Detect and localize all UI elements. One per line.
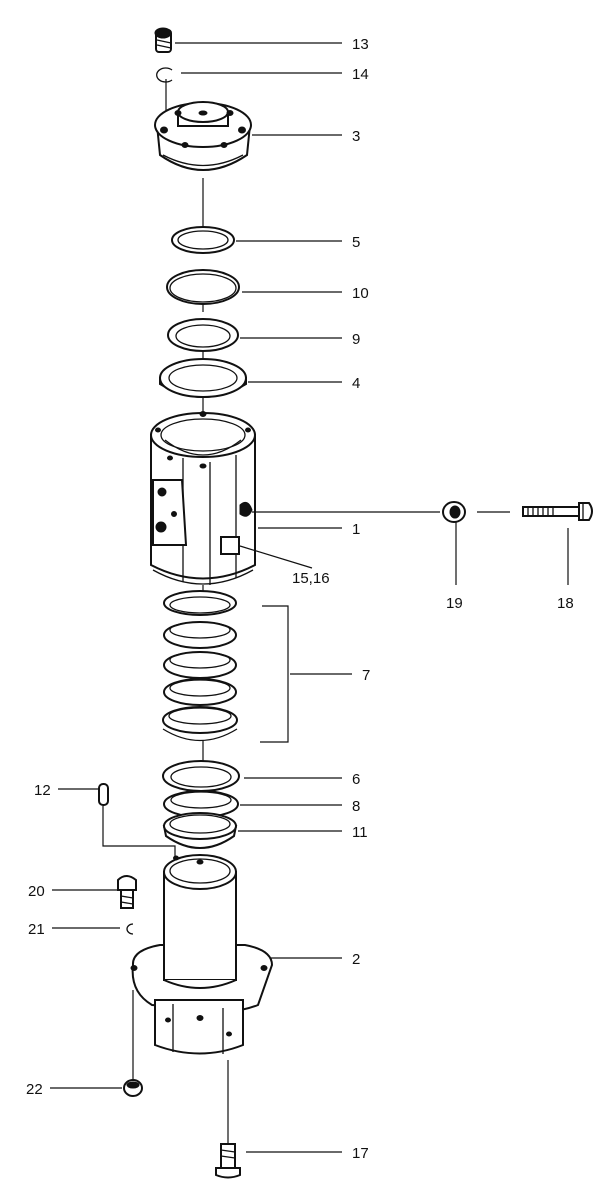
callout-1: 1 [352, 521, 360, 538]
callout-labels: 13 14 3 5 10 9 4 1 15,16 19 18 7 6 12 8 … [26, 36, 574, 1162]
callout-17: 17 [352, 1145, 369, 1162]
callout-9: 9 [352, 331, 360, 348]
leader-lines [50, 42, 569, 1153]
callout-6: 6 [352, 771, 360, 788]
callout-3: 3 [352, 128, 360, 145]
part-19-nut [442, 501, 466, 523]
part-14-snap-ring [156, 67, 173, 83]
callout-8: 8 [352, 798, 360, 815]
callout-14: 14 [352, 66, 369, 83]
callout-22: 22 [26, 1081, 43, 1098]
part-18-bolt [522, 502, 593, 521]
part-7-seal-stack [162, 590, 289, 743]
part-3-cover [154, 101, 252, 171]
part-9-ring [167, 318, 239, 352]
callout-21: 21 [28, 921, 45, 938]
part-6-ring [162, 760, 240, 792]
part-4-washer [159, 358, 247, 398]
callout-18: 18 [557, 595, 574, 612]
part-20-bolt [117, 875, 137, 909]
part-12-pin [98, 783, 109, 806]
callout-5: 5 [352, 234, 360, 251]
part-11-ring [162, 812, 238, 849]
part-21-clip [126, 923, 134, 935]
callout-11: 11 [352, 824, 368, 841]
callout-2: 2 [352, 951, 360, 968]
part-10-o-ring [166, 269, 240, 305]
callout-19: 19 [446, 595, 463, 612]
part-2-base [130, 854, 274, 1055]
callout-12: 12 [34, 782, 51, 799]
callout-10: 10 [352, 285, 369, 302]
callout-7: 7 [362, 667, 370, 684]
callout-15-16: 15,16 [292, 570, 330, 587]
part-13-plug [154, 27, 172, 53]
part-8-wiper [163, 790, 239, 818]
part-22-plug [123, 1079, 143, 1097]
callout-4: 4 [352, 375, 360, 392]
part-1-cylinder-body [150, 411, 256, 585]
callout-13: 13 [352, 36, 369, 53]
callout-20: 20 [28, 883, 45, 900]
part-17-bolt [215, 1143, 241, 1179]
part-5-ring [171, 226, 235, 254]
